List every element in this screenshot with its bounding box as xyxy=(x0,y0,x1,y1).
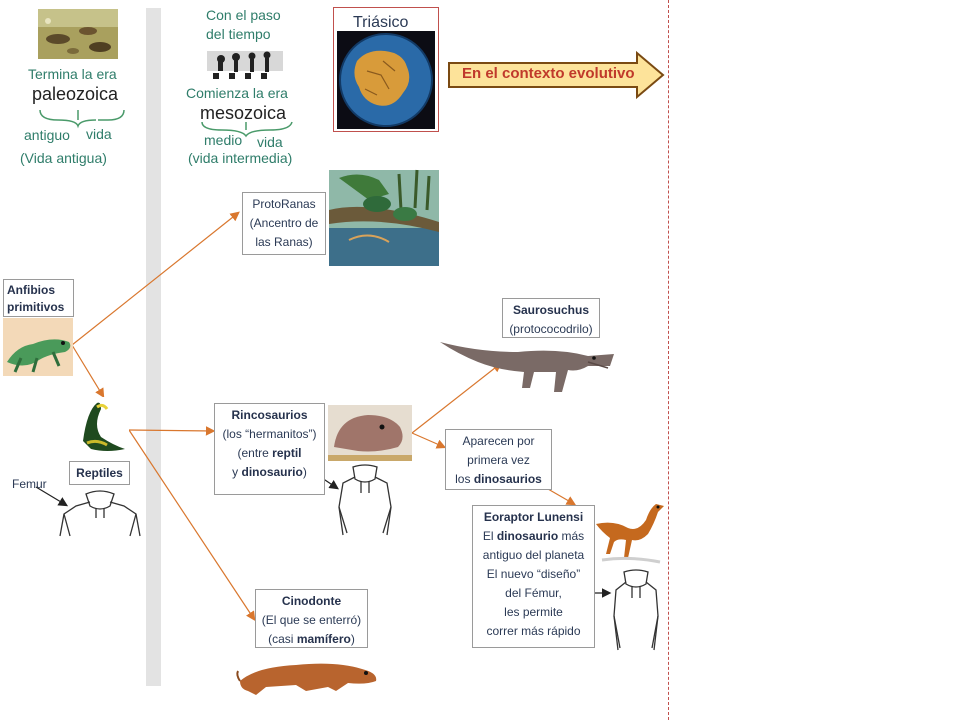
eoraptor-skeleton-image xyxy=(613,569,659,651)
primitive-amphibian-image xyxy=(3,318,73,376)
vida-label-2: vida xyxy=(257,134,283,150)
anfibios-line-1: Anfibios xyxy=(7,283,55,297)
aparecen-line-2: primera vez xyxy=(467,453,530,467)
eoraptor-line-4: El nuevo “diseño” xyxy=(486,567,581,581)
rincosaurios-line-4: y dinosaurio) xyxy=(232,465,307,479)
triasico-title: Triásico xyxy=(353,14,409,31)
cinodonte-box: Cinodonte (El que se enterró) (casi mamí… xyxy=(255,589,368,648)
evolution-silhouettes-image xyxy=(207,51,283,79)
saurosuchus-box: Saurosuchus (protococodrilo) xyxy=(502,298,600,338)
comienza-era-label: Comienza la era xyxy=(186,85,288,101)
rincosaurios-line-3: (entre reptil xyxy=(237,446,302,460)
eoraptor-image xyxy=(596,504,664,564)
vida-intermedia-label: (vida intermedia) xyxy=(188,150,293,166)
reptile-skeleton-image xyxy=(59,490,141,537)
eoraptor-box: Eoraptor Lunensi El dinosaurio más antig… xyxy=(472,505,595,648)
protoranas-line-1: ProtoRanas xyxy=(252,197,316,211)
paleozoica-brace xyxy=(39,109,125,129)
cinodonte-title: Cinodonte xyxy=(281,594,342,608)
eoraptor-line-2: El dinosaurio más xyxy=(482,529,585,543)
pangea-globe-image xyxy=(337,31,435,129)
contexto-evolutivo-label: En el contexto evolutivo xyxy=(462,65,635,82)
protoranas-line-3: las Ranas) xyxy=(255,235,313,249)
anfibios-line-2: primitivos xyxy=(7,300,65,314)
eoraptor-line-7: correr más rápido xyxy=(486,624,581,638)
aparecen-box: Aparecen por primera vez los dinosaurios xyxy=(445,429,552,490)
timeline-separator xyxy=(146,8,161,686)
rhynchosaur-head-image xyxy=(328,405,412,461)
cinodonte-line-3: (casi mamífero) xyxy=(268,632,355,646)
dashed-divider xyxy=(668,0,669,720)
paleozoica-label: paleozoica xyxy=(32,84,119,104)
rincosaurios-title: Rincosaurios xyxy=(231,408,308,422)
rhynchosaur-skeleton-image xyxy=(338,464,392,536)
antiguo-label: antiguo xyxy=(24,127,70,143)
early-reptile-image xyxy=(77,397,129,459)
anfibios-label: Anfibios primitivos xyxy=(3,279,74,317)
contexto-evolutivo-arrow xyxy=(448,50,665,100)
protoranas-line-2: (Ancentro de xyxy=(249,216,319,230)
rincosaurios-line-2: (los “hermanitos”) xyxy=(222,427,317,441)
cynodont-image xyxy=(236,663,377,695)
con-el-paso-label: Con el paso xyxy=(206,7,281,23)
vida-label-1: vida xyxy=(86,126,112,142)
cinodonte-line-2: (El que se enterró) xyxy=(261,613,362,627)
eoraptor-line-6: les permite xyxy=(504,605,563,619)
saurosuchus-title: Saurosuchus xyxy=(512,303,590,317)
eoraptor-title: Eoraptor Lunensi xyxy=(483,510,584,524)
saurosuchus-line-2: (protococodrilo) xyxy=(509,322,593,336)
medio-label: medio xyxy=(204,132,243,148)
vida-antigua-label: (Vida antigua) xyxy=(20,150,107,166)
eoraptor-line-3: antiguo del planeta xyxy=(482,548,585,562)
termina-era-label: Termina la era xyxy=(28,66,117,82)
aparecen-line-1: Aparecen por xyxy=(462,434,535,448)
protofrog-swamp-image xyxy=(329,169,439,266)
reptiles-label: Reptiles xyxy=(76,466,123,480)
protoranas-box: ProtoRanas (Ancentro de las Ranas) xyxy=(242,192,326,255)
aparecen-line-3: los dinosaurios xyxy=(455,472,542,486)
mesozoica-brace xyxy=(201,121,293,138)
saurosuchus-image xyxy=(440,342,614,392)
eoraptor-line-5: del Fémur, xyxy=(505,586,562,600)
rincosaurios-box: Rincosaurios (los “hermanitos”) (entre r… xyxy=(214,403,325,495)
del-tiempo-label: del tiempo xyxy=(206,26,271,42)
fossil-trilobites-image xyxy=(38,9,118,59)
mesozoica-label: mesozoica xyxy=(200,103,287,123)
femur-label: Femur xyxy=(12,477,47,491)
reptiles-box: Reptiles xyxy=(69,461,130,485)
